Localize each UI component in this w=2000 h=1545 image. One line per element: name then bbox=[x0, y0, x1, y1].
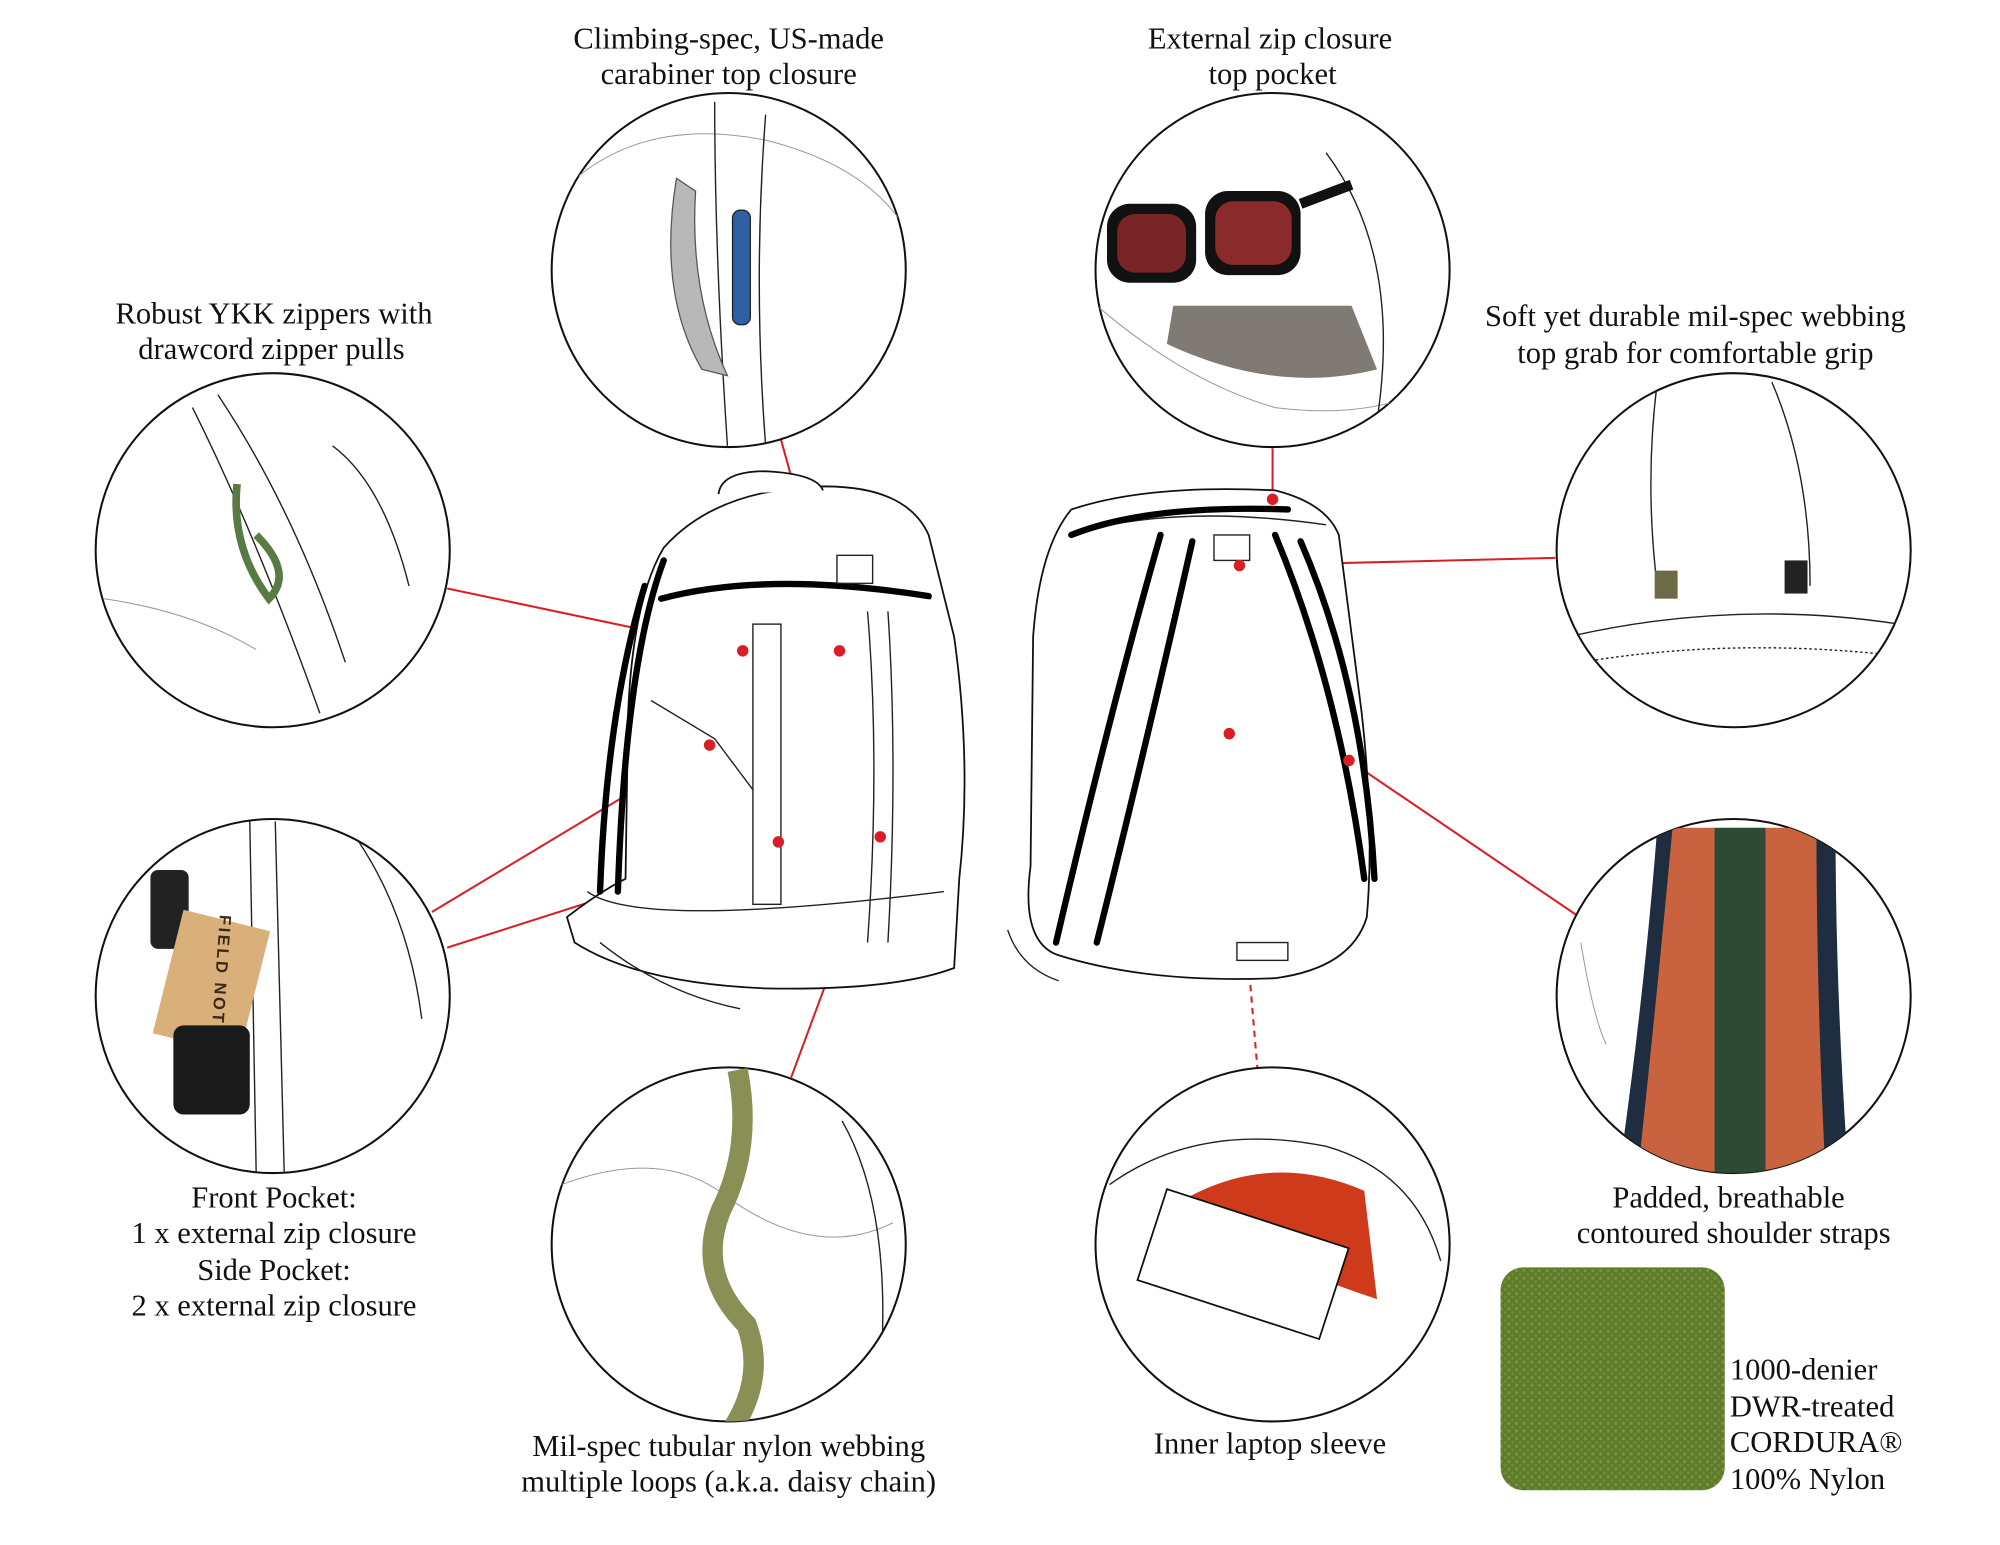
detail-top-grab bbox=[1555, 372, 1912, 729]
label-shoulder-straps: Padded, breathable contoured shoulder st… bbox=[1577, 1180, 1891, 1250]
label-line: 100% Nylon bbox=[1730, 1462, 1885, 1496]
label-line: Side Pocket: bbox=[197, 1253, 351, 1287]
label-line: Robust YKK zippers with bbox=[115, 297, 432, 331]
label-front-pocket: Front Pocket: 1 x external zip closure S… bbox=[131, 1180, 416, 1322]
field-notes-notebook bbox=[152, 909, 271, 1055]
sunglasses-icon bbox=[1106, 179, 1354, 283]
label-line: multiple loops (a.k.a. daisy chain) bbox=[521, 1465, 936, 1499]
glasses-cloth bbox=[1166, 305, 1378, 378]
label-line: contoured shoulder straps bbox=[1577, 1216, 1891, 1250]
backpack-front-view bbox=[565, 470, 966, 1010]
label-line: CORDURA® bbox=[1730, 1425, 1903, 1459]
label-line: top pocket bbox=[1209, 57, 1338, 91]
label-line: 1000-denier bbox=[1730, 1352, 1878, 1386]
label-line: Inner laptop sleeve bbox=[1154, 1426, 1386, 1460]
detail-top-pocket bbox=[1094, 91, 1451, 449]
detail-laptop-sleeve bbox=[1094, 1066, 1451, 1423]
label-daisy-chain: Mil-spec tubular nylon webbing multiple … bbox=[521, 1429, 936, 1499]
callout-lines bbox=[431, 439, 1577, 1078]
label-line: Climbing-spec, US-made bbox=[573, 21, 884, 55]
label-line: carabiner top closure bbox=[601, 57, 857, 91]
detail-shoulder-straps bbox=[1555, 817, 1912, 1175]
label-line: 2 x external zip closure bbox=[131, 1289, 416, 1323]
zipper-pull-icon bbox=[232, 483, 283, 605]
label-laptop-sleeve: Inner laptop sleeve bbox=[1154, 1426, 1386, 1460]
label-line: drawcord zipper pulls bbox=[138, 332, 404, 366]
label-line: Soft yet durable mil-spec webbing bbox=[1485, 299, 1906, 333]
carabiner-icon bbox=[670, 177, 729, 377]
label-line: 1 x external zip closure bbox=[131, 1216, 416, 1250]
detail-ykk-zippers bbox=[94, 372, 451, 729]
label-line: Padded, breathable bbox=[1612, 1180, 1844, 1214]
label-line: External zip closure bbox=[1148, 21, 1392, 55]
label-line: Front Pocket: bbox=[191, 1180, 356, 1214]
label-top-grab: Soft yet durable mil-spec webbing top gr… bbox=[1485, 299, 1906, 370]
label-zippers: Robust YKK zippers with drawcord zipper … bbox=[115, 297, 432, 367]
label-line: top grab for comfortable grip bbox=[1517, 336, 1873, 370]
fabric-swatch bbox=[1500, 1267, 1725, 1491]
detail-front-pocket: FIELD NOTES bbox=[94, 817, 451, 1175]
label-fabric: 1000-denier DWR-treated CORDURA® 100% Ny… bbox=[1730, 1352, 1903, 1496]
backpack-back-view bbox=[1006, 488, 1378, 982]
detail-carabiner bbox=[550, 91, 907, 449]
label-top-pocket: External zip closure top pocket bbox=[1148, 21, 1392, 91]
label-line: DWR-treated bbox=[1730, 1389, 1895, 1423]
webbing-icon bbox=[702, 1067, 764, 1422]
callout-laptop-sleeve bbox=[1228, 733, 1259, 1068]
label-carabiner: Climbing-spec, US-made carabiner top clo… bbox=[573, 21, 884, 91]
detail-daisy-chain bbox=[550, 1066, 907, 1423]
label-line: Mil-spec tubular nylon webbing bbox=[532, 1429, 925, 1463]
callout-shoulder-straps bbox=[1348, 759, 1577, 916]
